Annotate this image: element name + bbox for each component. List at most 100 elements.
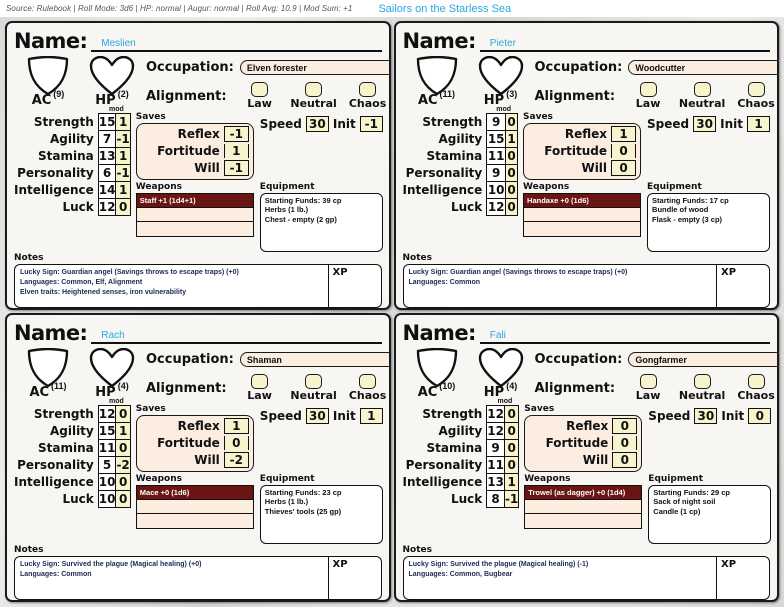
alignment-option-law[interactable]: Law: [233, 82, 287, 110]
notes-body[interactable]: Lucky Sign: Guardian angel (Savings thro…: [404, 264, 717, 307]
alignment-checkbox-chaos[interactable]: [747, 374, 765, 389]
weapon-row-3[interactable]: [136, 221, 253, 236]
init-value[interactable]: 1: [359, 408, 383, 424]
alignment-checkbox-chaos[interactable]: [747, 82, 765, 97]
ability-value[interactable]: 5: [97, 456, 117, 474]
save-value-fortitude[interactable]: 0: [223, 436, 249, 451]
save-value-reflex[interactable]: 0: [612, 418, 638, 435]
ability-value[interactable]: 13: [97, 147, 117, 165]
alignment-option-law[interactable]: Law: [233, 374, 287, 402]
ability-value[interactable]: 8: [486, 490, 505, 508]
init-value[interactable]: -1: [359, 116, 383, 132]
name-field[interactable]: Meslien: [91, 38, 382, 52]
ability-value[interactable]: 11: [97, 439, 117, 457]
weapon-row-1[interactable]: Staff +1 (1d4+1): [136, 193, 253, 208]
ability-value[interactable]: 9: [486, 113, 507, 131]
ability-value[interactable]: 12: [97, 198, 117, 216]
ability-value[interactable]: 9: [486, 439, 505, 457]
ability-value[interactable]: 15: [486, 130, 507, 148]
alignment-option-law[interactable]: Law: [621, 374, 675, 402]
speed-value[interactable]: 30: [305, 116, 329, 132]
alignment-checkbox-neutral[interactable]: [305, 82, 323, 97]
alignment-checkbox-neutral[interactable]: [693, 82, 711, 97]
ability-value[interactable]: 10: [97, 490, 117, 508]
alignment-checkbox-law[interactable]: [251, 82, 269, 97]
alignment-option-neutral[interactable]: Neutral: [675, 374, 729, 402]
occupation-field[interactable]: Elven forester: [239, 60, 389, 75]
ability-value[interactable]: 14: [97, 181, 117, 199]
alignment-checkbox-neutral[interactable]: [693, 374, 711, 389]
save-value-fortitude[interactable]: 0: [611, 144, 637, 159]
ability-value[interactable]: 6: [97, 164, 117, 182]
weapon-row-2[interactable]: [136, 207, 253, 222]
weapon-row-1[interactable]: Handaxe +0 (1d6): [524, 193, 641, 208]
ability-value[interactable]: 12: [97, 405, 117, 423]
name-field[interactable]: Fali: [479, 330, 770, 344]
weapon-row-1[interactable]: Mace +0 (1d6): [136, 485, 253, 500]
alignment-checkbox-chaos[interactable]: [359, 374, 377, 389]
alignment-option-neutral[interactable]: Neutral: [287, 374, 341, 402]
occupation-field[interactable]: Gongfarmer: [628, 352, 778, 367]
weapon-row-3[interactable]: [525, 513, 642, 528]
ability-value[interactable]: 12: [486, 198, 507, 216]
ability-value[interactable]: 15: [97, 113, 117, 131]
ability-value[interactable]: 10: [486, 181, 507, 199]
save-value-fortitude[interactable]: 0: [612, 436, 638, 451]
weapon-row-2[interactable]: [136, 499, 253, 514]
notes-body[interactable]: Lucky Sign: Survived the plague (Magical…: [404, 556, 717, 599]
save-value-will[interactable]: 0: [612, 452, 638, 469]
alignment-option-neutral[interactable]: Neutral: [675, 82, 729, 110]
ability-value[interactable]: 13: [486, 473, 505, 491]
notes-body[interactable]: Lucky Sign: Guardian angel (Savings thro…: [15, 264, 329, 307]
alignment-checkbox-neutral[interactable]: [305, 374, 323, 389]
weapon-row-2[interactable]: [525, 499, 642, 514]
alignment-option-neutral[interactable]: Neutral: [287, 82, 341, 110]
save-value-will[interactable]: -2: [223, 452, 249, 469]
save-value-reflex[interactable]: -1: [223, 126, 249, 143]
alignment-checkbox-law[interactable]: [639, 82, 657, 97]
weapon-row-3[interactable]: [136, 513, 253, 528]
speed-value[interactable]: 30: [694, 408, 718, 424]
xp-cell[interactable]: XP: [329, 557, 381, 599]
name-field[interactable]: Rach: [91, 330, 382, 344]
name-field[interactable]: Pieter: [479, 38, 770, 52]
ability-value[interactable]: 11: [486, 147, 507, 165]
xp-cell[interactable]: XP: [717, 265, 769, 307]
alignment-option-chaos[interactable]: Chaos: [341, 82, 389, 110]
xp-cell[interactable]: XP: [329, 265, 381, 307]
ability-value[interactable]: 7: [97, 130, 117, 148]
alignment-option-law[interactable]: Law: [621, 82, 675, 110]
alignment-checkbox-law[interactable]: [639, 374, 657, 389]
speed-value[interactable]: 30: [305, 408, 329, 424]
ability-value[interactable]: 12: [486, 422, 505, 440]
save-value-will[interactable]: 0: [611, 160, 637, 177]
alignment-checkbox-law[interactable]: [251, 374, 269, 389]
alignment-option-chaos[interactable]: Chaos: [729, 82, 777, 110]
occupation-field[interactable]: Woodcutter: [628, 60, 778, 75]
notes-body[interactable]: Lucky Sign: Survived the plague (Magical…: [15, 556, 329, 599]
alignment-option-chaos[interactable]: Chaos: [341, 374, 389, 402]
occupation-field[interactable]: Shaman: [239, 352, 389, 367]
ability-value[interactable]: 15: [97, 422, 117, 440]
save-value-will[interactable]: -1: [223, 160, 249, 177]
xp-cell[interactable]: XP: [717, 557, 769, 599]
init-value[interactable]: 1: [747, 116, 770, 132]
save-value-fortitude[interactable]: 1: [223, 144, 249, 159]
ability-value[interactable]: 9: [486, 164, 507, 182]
ability-value[interactable]: 11: [486, 456, 505, 474]
speed-value[interactable]: 30: [693, 116, 717, 132]
weapon-row-1[interactable]: Trowel (as dagger) +0 (1d4): [525, 485, 642, 500]
alignment-option-chaos[interactable]: Chaos: [729, 374, 777, 402]
init-value[interactable]: 0: [748, 408, 772, 424]
save-value-reflex[interactable]: 1: [223, 418, 249, 435]
save-value-reflex[interactable]: 1: [611, 126, 637, 143]
alignment-checkbox-chaos[interactable]: [359, 82, 377, 97]
ability-value[interactable]: 10: [97, 473, 117, 491]
weapon-row-2[interactable]: [524, 207, 641, 222]
ability-value[interactable]: 12: [486, 405, 505, 423]
weapon-row-3[interactable]: [524, 221, 641, 236]
